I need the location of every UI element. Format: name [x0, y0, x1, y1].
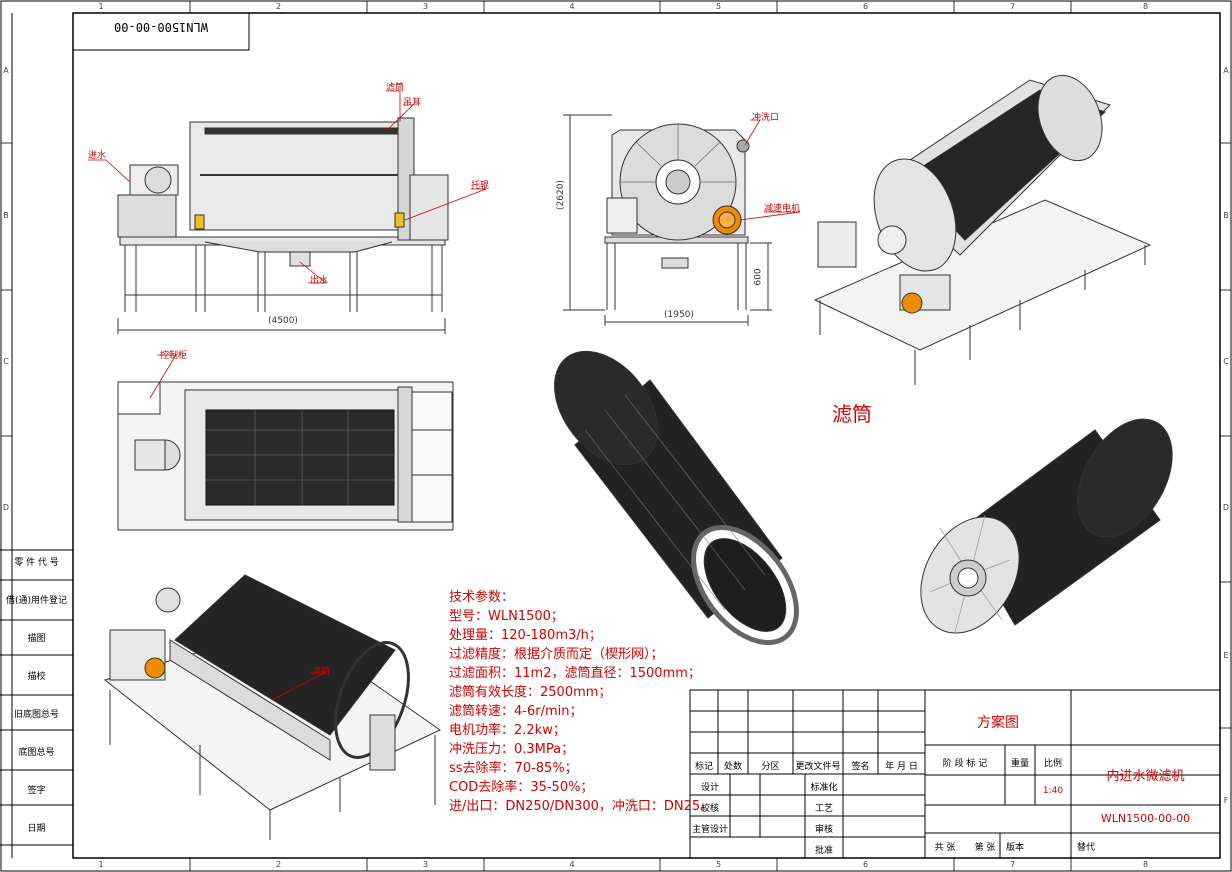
hdr-sign: 签名: [851, 762, 870, 772]
dim-length: (4500): [268, 316, 298, 326]
left-cell-signature: 签字: [27, 786, 46, 796]
tech-param-ports: 进/出口：DN250/DN300，冲洗口：DN25。: [449, 799, 714, 814]
zone-col-3-bottom: 3: [422, 860, 429, 869]
zone-col-5: 5: [715, 2, 722, 11]
zone-col-3: 3: [422, 2, 429, 11]
dim-width: (1950): [664, 310, 694, 320]
drum-open-end: [554, 350, 799, 646]
role-standardization: 标准化: [810, 783, 838, 793]
zone-row-a-right: A: [1223, 66, 1229, 75]
tech-param-cod: COD去除率：35-50%；: [449, 780, 594, 795]
front-view: [117, 117, 449, 334]
left-cell-date: 日期: [27, 824, 46, 834]
role-design: 设计: [700, 783, 719, 793]
zone-row-b-right: B: [1223, 211, 1229, 220]
zone-col-2-bottom: 2: [275, 860, 282, 869]
callout-support-roller: 托辊: [471, 181, 490, 191]
left-cell-part-code: 零 件 代 号: [14, 558, 59, 568]
tech-param-ss: ss去除率：70-85%；: [449, 761, 578, 776]
tech-param-precision: 过滤精度：根据介质而定（楔形网）；: [449, 647, 664, 662]
side-view: [563, 114, 772, 326]
zone-row-e-right: E: [1223, 651, 1229, 660]
tb-scale-label: 比例: [1043, 759, 1062, 769]
hdr-mark: 标记: [694, 762, 713, 772]
zone-row-a: A: [3, 66, 9, 75]
drum-section-title: 滤筒: [832, 402, 872, 426]
tech-param-power: 电机功率：2.2kw；: [449, 723, 566, 738]
left-cell-base: 底图总号: [18, 748, 55, 758]
drawing-number-box: WLN1500-00-00: [114, 20, 208, 34]
top-view: [117, 381, 454, 531]
tech-param-model: 型号：WLN1500；: [449, 609, 564, 624]
hdr-date: 年 月 日: [885, 762, 918, 772]
callout-control-cabinet: 控制柜: [160, 351, 188, 361]
tech-param-length: 滤筒有效长度：2500mm；: [449, 685, 612, 700]
hdr-change-doc: 更改文件号: [795, 762, 841, 772]
zone-row-d: D: [2, 503, 10, 512]
left-cell-trace: 描图: [27, 634, 46, 644]
tb-sheet-no: 第 张: [974, 843, 996, 853]
zone-col-8-bottom: 8: [1142, 860, 1149, 869]
zone-col-8: 8: [1142, 2, 1149, 11]
zone-col-7-bottom: 7: [1009, 860, 1016, 869]
zone-col-7: 7: [1009, 2, 1016, 11]
title-block-grid: [689, 689, 1221, 859]
zone-row-f-right: F: [1223, 796, 1229, 805]
tech-param-speed: 滤筒转速：4-6r/min；: [449, 704, 583, 719]
callout-flush-port: 冲洗口: [752, 113, 780, 123]
callout-water-inlet: 进水: [88, 151, 107, 161]
role-check: 校核: [700, 804, 719, 814]
callout-iso-filter-drum: 滤筒: [312, 667, 331, 677]
zone-col-5-bottom: 5: [715, 860, 722, 869]
zone-col-6-bottom: 6: [862, 860, 869, 869]
title-drawing-type: 方案图: [977, 715, 1019, 731]
tb-sheet-total: 共 张: [934, 843, 956, 853]
tb-stage-mark: 阶 段 标 记: [942, 759, 988, 769]
zone-row-d-right: D: [1222, 503, 1230, 512]
title-scale: 1:40: [1042, 786, 1064, 796]
hdr-zone: 分区: [761, 762, 780, 772]
role-review: 审核: [814, 825, 833, 835]
left-cell-borrowed: 借(通)用件登记: [5, 596, 68, 606]
tech-param-area: 过滤面积：11m2，滤筒直径：1500mm；: [449, 666, 701, 681]
zone-ruler-top: 1 2 3 4 5 6 7 8: [0, 0, 1232, 13]
tech-param-capacity: 处理量：120-180m3/h；: [449, 628, 602, 643]
hdr-count: 处数: [723, 762, 742, 772]
zone-col-1-bottom: 1: [98, 860, 104, 869]
zone-ruler-bottom: 1 2 3 4 5 6 7 8: [0, 858, 1232, 871]
tech-params-heading: 技术参数：: [449, 590, 515, 605]
zone-col-4-bottom: 4: [569, 860, 575, 869]
role-lead-design: 主管设计: [691, 825, 728, 835]
zone-row-b: B: [3, 211, 9, 220]
dim-leg: 600: [753, 268, 764, 286]
zone-row-c: C: [3, 357, 9, 366]
dim-height: (2620): [555, 180, 566, 210]
zone-col-6: 6: [862, 2, 869, 11]
zone-row-c-right: C: [1223, 357, 1229, 366]
title-product-name: 内进水微滤机: [1106, 769, 1185, 784]
left-cell-trace-check: 描校: [27, 672, 46, 682]
drum-closed-end: [920, 418, 1173, 634]
tech-param-pressure: 冲洗压力：0.3MPa；: [449, 742, 575, 757]
iso-view-bottom-left: [103, 574, 441, 840]
tb-weight: 重量: [1010, 759, 1029, 769]
tb-version: 版本: [1005, 843, 1024, 853]
left-cell-old-base: 旧底图总号: [13, 710, 59, 720]
callout-water-outlet: 出水: [310, 276, 329, 286]
callout-filter-drum: 滤筒: [386, 83, 405, 93]
role-process: 工艺: [814, 804, 833, 814]
role-approve: 批准: [814, 846, 833, 856]
zone-col-2: 2: [275, 2, 282, 11]
callout-lifting-lug: 吊耳: [403, 98, 422, 108]
iso-view-top-right: [813, 74, 1152, 385]
callout-reducer-motor: 减速电机: [764, 204, 801, 214]
tb-replaces: 替代: [1076, 843, 1095, 853]
title-drawing-number: WLN1500-00-00: [1100, 812, 1191, 825]
zone-col-1: 1: [98, 2, 104, 11]
zone-col-4: 4: [569, 2, 575, 11]
